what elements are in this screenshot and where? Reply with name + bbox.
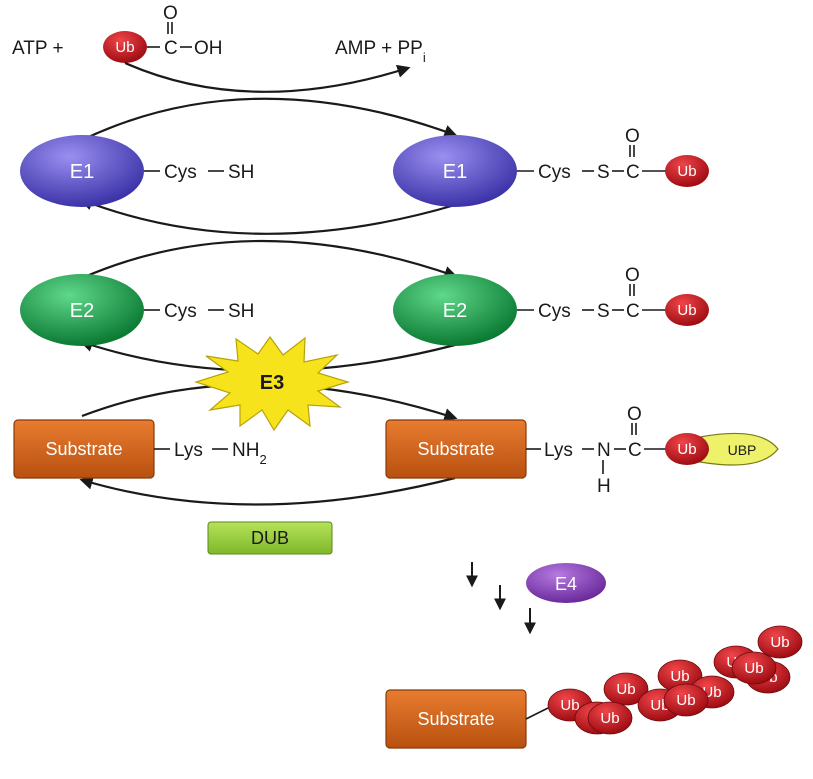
substrate-ubiquitinated: Substrate Lys N H C O UBP Ub — [385, 404, 779, 497]
ubiquitin-icon — [603, 672, 649, 706]
e2-o-label: O — [625, 265, 640, 286]
e3-label: E3 — [260, 372, 284, 394]
chain-ub-label: Ub — [744, 660, 763, 677]
e1-enzyme — [20, 135, 144, 207]
e1-loading-arrow — [81, 97, 458, 141]
carbon-label: C — [164, 38, 178, 59]
ubp-label: UBP — [728, 442, 757, 458]
amine-label: NH2 — [232, 440, 267, 467]
substrate-lys-right-label: Lys — [544, 440, 573, 461]
e2-ub-thioester: E2 Cys S C O Ub — [393, 265, 709, 346]
chain-ub-label: Ub — [560, 697, 579, 714]
e1-sh-label: SH — [228, 162, 254, 183]
ubiquitin-icon — [663, 683, 709, 717]
hydroxyl-label: OH — [194, 38, 223, 59]
dub-enzyme: DUB — [207, 521, 333, 555]
chain-ub-label: Ub — [600, 710, 619, 727]
chain-ub-label: Ub — [616, 681, 635, 698]
isopeptide-o-label: O — [627, 404, 642, 425]
e2-c-label: C — [626, 301, 640, 322]
e3-ligase: E3 — [194, 335, 351, 432]
e1-loaded-label: E1 — [443, 161, 467, 183]
chain-ub-label: Ub — [676, 692, 695, 709]
ubiquitin-icon — [731, 651, 777, 685]
atp-label: ATP + — [12, 38, 64, 59]
activation-reaction: ATP + Ub C O OH AMP + PPi — [12, 3, 426, 93]
e2-loaded-cys-label: Cys — [538, 301, 571, 322]
e1-enzyme-loaded — [393, 135, 517, 207]
e1-o-label: O — [625, 126, 640, 147]
e2-free: E2 Cys SH — [20, 274, 254, 346]
ubiquitin-free: Ub — [103, 31, 147, 63]
e1-c-label: C — [626, 162, 640, 183]
e1-free: E1 Cys SH — [20, 135, 254, 207]
e1-cys-label: Cys — [164, 162, 197, 183]
ubiquitin-icon — [665, 294, 709, 326]
ubiquitin-icon — [665, 433, 709, 465]
e2-cys-label: Cys — [164, 301, 197, 322]
e2-s-label: S — [597, 301, 610, 322]
substrate-ub-label: Ub — [677, 441, 696, 458]
ub-label: Ub — [115, 39, 134, 56]
e2-label: E2 — [70, 300, 94, 322]
ubiquitin-icon — [665, 155, 709, 187]
e4-label: E4 — [555, 574, 577, 594]
e1-label: E1 — [70, 161, 94, 183]
activation-arrow — [124, 61, 411, 93]
e2-sh-label: SH — [228, 301, 254, 322]
substrate-free: Substrate Lys NH2 — [13, 419, 267, 479]
e1-return-arrow — [79, 197, 456, 235]
ubiquitin-icon — [757, 625, 803, 659]
e1-loaded-cys-label: Cys — [538, 162, 571, 183]
e4-enzyme — [526, 563, 606, 603]
polyubiquitinated-substrate: Substrate UbUbUbUbUbUbUbUbUbUbUbUb — [385, 625, 803, 749]
amp-ppi-label: AMP + PPi — [335, 38, 426, 65]
e1-ub-thioester: E1 Cys S C O Ub — [393, 126, 709, 207]
substrate-lys-label: Lys — [174, 440, 203, 461]
dub-label: DUB — [251, 528, 289, 548]
substrate-modified-label: Substrate — [417, 439, 494, 459]
carbonyl-oxygen-label: O — [163, 3, 178, 24]
substrate-poly-label: Substrate — [417, 709, 494, 729]
e2-loading-arrow — [81, 239, 458, 280]
dub-box — [207, 521, 333, 555]
ubiquitin-icon — [103, 31, 147, 63]
isopeptide-c-label: C — [628, 440, 642, 461]
hydrogen-label: H — [597, 476, 611, 497]
nitrogen-label: N — [597, 440, 611, 461]
ubiquitin-chain: UbUbUbUbUbUbUbUbUbUbUbUb — [547, 625, 803, 735]
chain-ub-label: Ub — [770, 634, 789, 651]
e2-loaded-label: E2 — [443, 300, 467, 322]
dub-deubiquitination-arrow — [79, 476, 456, 506]
e3-starburst — [194, 335, 351, 432]
e1-s-label: S — [597, 162, 610, 183]
polyubiquitination-steps: E4 — [466, 562, 606, 635]
ubiquitin-icon — [587, 701, 633, 735]
e2-enzyme-loaded — [393, 274, 517, 346]
e2-ub-label: Ub — [677, 302, 696, 319]
chain-ub-label: Ub — [670, 668, 689, 685]
e2-enzyme — [20, 274, 144, 346]
e1-ub-label: Ub — [677, 163, 696, 180]
substrate-label: Substrate — [45, 439, 122, 459]
